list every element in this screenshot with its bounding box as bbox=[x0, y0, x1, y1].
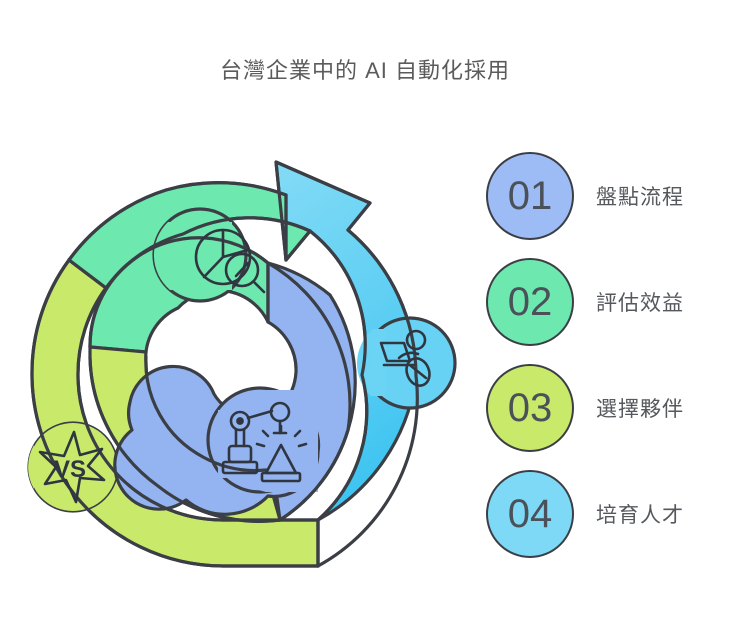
legend-label-01: 盤點流程 bbox=[596, 186, 684, 209]
spiral-diagram-svg: VS bbox=[27, 160, 457, 568]
spiral-outline-overlay bbox=[30, 181, 419, 568]
legend-number-04: 04 bbox=[507, 492, 553, 536]
page-title: 台灣企業中的 AI 自動化採用 bbox=[219, 58, 510, 83]
versus-star-icon: VS bbox=[38, 430, 106, 504]
legend-list: 01 盤點流程 02 評估效益 03 選擇夥伴 04 培育人才 bbox=[486, 150, 716, 580]
person-laptop-icon bbox=[379, 329, 431, 387]
legend-label-02: 評估效益 bbox=[596, 292, 684, 315]
icon-bump-versus-patch bbox=[28, 445, 34, 489]
legend-badge-04: 04 bbox=[486, 470, 574, 558]
legend-item-04[interactable]: 04 培育人才 bbox=[486, 468, 716, 560]
legend-badge-02: 02 bbox=[486, 258, 574, 346]
legend-item-03[interactable]: 03 選擇夥伴 bbox=[486, 362, 716, 454]
spiral-inner-tail bbox=[113, 364, 321, 516]
legend-label-04: 培育人才 bbox=[596, 504, 684, 527]
legend-badge-01: 01 bbox=[486, 152, 574, 240]
arrow-head-icon bbox=[274, 160, 372, 262]
legend-badge-03: 03 bbox=[486, 364, 574, 452]
versus-label: VS bbox=[54, 456, 86, 483]
legend-number-01: 01 bbox=[507, 174, 553, 218]
legend-item-02[interactable]: 02 評估效益 bbox=[486, 256, 716, 348]
legend-item-01[interactable]: 01 盤點流程 bbox=[486, 150, 716, 242]
spiral-segment-evaluate-benefit bbox=[67, 181, 312, 354]
legend-number-02: 02 bbox=[507, 280, 553, 324]
spiral-cycle-diagram: VS bbox=[18, 100, 478, 600]
legend-number-03: 03 bbox=[507, 386, 553, 430]
pie-chart-magnifier-icon bbox=[194, 228, 266, 294]
robot-arm-icon bbox=[221, 401, 308, 483]
legend-label-03: 選擇夥伴 bbox=[596, 398, 684, 421]
icon-bump-person-patch bbox=[357, 329, 386, 396]
icon-bump-pie-patch bbox=[153, 222, 232, 290]
